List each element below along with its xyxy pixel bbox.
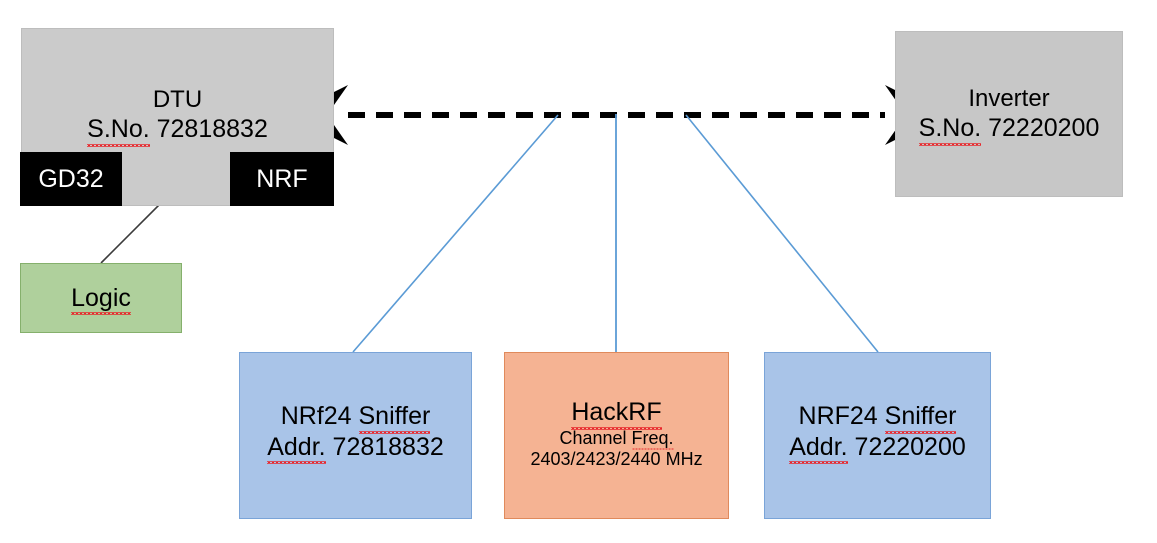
- sniffer-right-title-prefix: NRF24: [798, 402, 885, 430]
- nrf-label: NRF: [256, 164, 308, 193]
- sniffer-right-title-suffix: Sniffer: [884, 402, 957, 433]
- inverter-title: Inverter: [968, 85, 1050, 112]
- sniffer-left-addr: Addr. 72818832: [267, 432, 444, 464]
- gd32-label: GD32: [38, 164, 104, 193]
- sniffer-left-addr-prefix: Addr.: [267, 432, 326, 464]
- inverter-serial-prefix: S.No.: [918, 114, 982, 146]
- sniffer-left-title: NRf24 Sniffer: [280, 401, 431, 433]
- hackrf-title: HackRF: [571, 397, 662, 429]
- sniffer-right-addr-prefix: Addr.: [789, 432, 848, 464]
- hackrf-node[interactable]: HackRF Channel Freq. 2403/2423/2440 MHz: [504, 352, 729, 519]
- inverter-node[interactable]: Inverter S.No. 72220200: [895, 31, 1123, 197]
- hackrf-channel-label: Channel Freq.: [559, 427, 674, 451]
- sniffer-right-addr: Addr. 72220200: [789, 432, 966, 464]
- sniffer-left-addr-value: 72818832: [325, 432, 444, 461]
- nrf-chip[interactable]: NRF: [230, 152, 334, 206]
- sniffer-right-title: NRF24 Sniffer: [798, 401, 957, 433]
- hackrf-title-text: HackRF: [571, 398, 662, 429]
- tap-line-sniffer-right: [685, 114, 879, 353]
- gd32-chip[interactable]: GD32: [20, 152, 122, 206]
- hackrf-frequencies: 2403/2423/2440 MHz: [530, 449, 703, 470]
- sniffer-left-title-suffix: Sniffer: [358, 402, 431, 433]
- inverter-serial-value: 72220200: [981, 114, 1100, 143]
- logic-label: Logic: [71, 283, 131, 315]
- hackrf-channel-prefix: Channel: [559, 427, 632, 448]
- nrf24-sniffer-right-node[interactable]: NRF24 Sniffer Addr. 72220200: [764, 352, 991, 519]
- logic-analyzer-node[interactable]: Logic: [20, 263, 182, 333]
- dtu-serial-prefix: S.No.: [87, 115, 150, 147]
- sniffer-left-title-prefix: NRf24: [280, 402, 359, 430]
- inverter-serial: S.No. 72220200: [918, 113, 1100, 146]
- dtu-title: DTU: [152, 86, 203, 113]
- dtu-serial-value: 72818832: [149, 115, 268, 144]
- tap-line-sniffer-left: [352, 114, 559, 353]
- hackrf-channel-suffix: Freq.: [631, 427, 674, 451]
- sniffer-right-addr-value: 72220200: [847, 432, 966, 461]
- dtu-serial: S.No. 72818832: [87, 114, 268, 147]
- nrf24-sniffer-left-node[interactable]: NRf24 Sniffer Addr. 72818832: [239, 352, 472, 519]
